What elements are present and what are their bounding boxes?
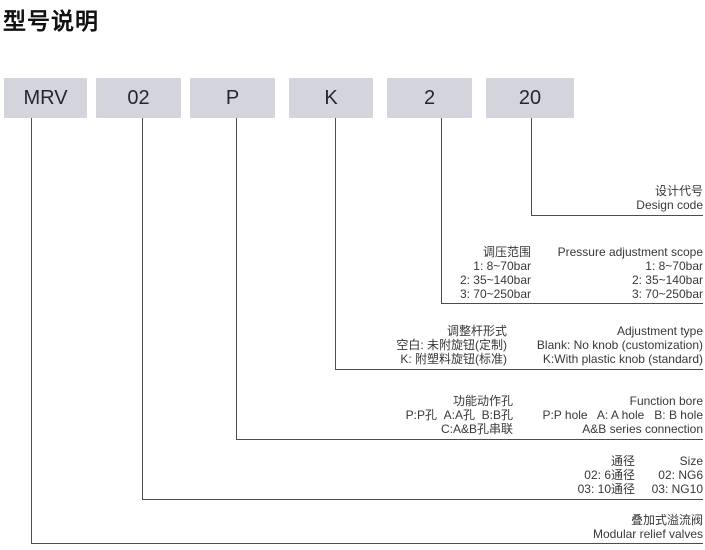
size-option-02-en: 02: NG6 (658, 468, 703, 482)
adjustment-option-k-cn: K: 附塑料旋钮(标准) (400, 352, 507, 366)
adjustment-option-blank-cn: 空白: 未附旋钮(定制) (396, 338, 507, 352)
connector-hline-function-bore (236, 439, 703, 440)
pressure-option-2-en: 2: 35~140bar (631, 273, 703, 287)
function-bore-header-cn: 功能动作孔 (452, 394, 513, 408)
connector-vline-k (335, 118, 336, 369)
pressure-option-2-cn: 2: 35~140bar (459, 273, 531, 287)
connector-vline-p (236, 118, 237, 439)
size-option-02-cn: 02: 6通径 (584, 468, 635, 482)
connector-hline-size (142, 499, 703, 500)
function-bore-option-pab-en: P:P hole A: A hole B: B hole (542, 408, 703, 422)
function-bore-header-en: Function bore (629, 394, 703, 408)
pressure-scope-block: 调压范围 Pressure adjustment scope 1: 8~70ba… (460, 245, 703, 301)
size-option-03-cn: 03: 10通径 (577, 482, 635, 496)
model-box-2: 2 (387, 78, 472, 118)
connector-hline-design-code (531, 215, 703, 216)
size-option-03-en: 03: NG10 (651, 482, 703, 496)
model-box-mrv: MRV (4, 78, 87, 118)
design-code-block: 设计代号 Design code (636, 184, 703, 212)
pressure-option-1-en: 1: 8~70bar (645, 259, 703, 273)
size-block: 通径 Size 02: 6通径 02: NG6 03: 10通径 03: NG1… (578, 454, 703, 496)
connector-vline-02 (142, 118, 143, 499)
product-name-en: Modular relief valves (592, 527, 703, 541)
pressure-option-1-cn: 1: 8~70bar (473, 259, 531, 273)
page-title: 型号说明 (3, 8, 99, 34)
adjustment-type-block: 调整杆形式 Adjustment type 空白: 未附旋钮(定制) Blank… (396, 324, 703, 366)
product-name-block: 叠加式溢流阀 Modular relief valves (593, 513, 703, 541)
connector-hline-pressure (441, 303, 703, 304)
function-bore-block: 功能动作孔 Function bore P:P孔 A:A孔 B:B孔 P:P h… (406, 394, 703, 436)
adjustment-option-blank-en: Blank: No knob (customization) (536, 338, 703, 352)
function-bore-option-c-en: A&B series connection (582, 422, 703, 436)
design-code-label-cn: 设计代号 (654, 184, 703, 198)
connector-hline-adjustment (335, 369, 703, 370)
pressure-header-cn: 调压范围 (482, 245, 531, 259)
model-box-k: K (289, 78, 373, 118)
pressure-option-3-en: 3: 70~250bar (631, 287, 703, 301)
pressure-option-3-cn: 3: 70~250bar (459, 287, 531, 301)
connector-vline-2 (441, 118, 442, 303)
adjustment-header-en: Adjustment type (616, 324, 703, 338)
size-header-cn: 通径 (610, 454, 635, 468)
product-name-cn: 叠加式溢流阀 (630, 513, 703, 527)
connector-vline-mrv (31, 118, 32, 543)
adjustment-header-cn: 调整杆形式 (446, 324, 507, 338)
connector-vline-20 (531, 118, 532, 215)
adjustment-option-k-en: K:With plastic knob (standard) (542, 352, 703, 366)
function-bore-option-c-cn: C:A&B孔串联 (440, 422, 513, 436)
pressure-header-en: Pressure adjustment scope (557, 245, 703, 259)
model-box-20: 20 (486, 78, 574, 118)
connector-hline-product (31, 543, 703, 544)
model-box-p: P (190, 78, 275, 118)
model-box-02: 02 (96, 78, 181, 118)
function-bore-option-pab-cn: P:P孔 A:A孔 B:B孔 (405, 408, 513, 422)
size-header-en: Size (679, 454, 703, 468)
design-code-label-en: Design code (636, 198, 703, 212)
